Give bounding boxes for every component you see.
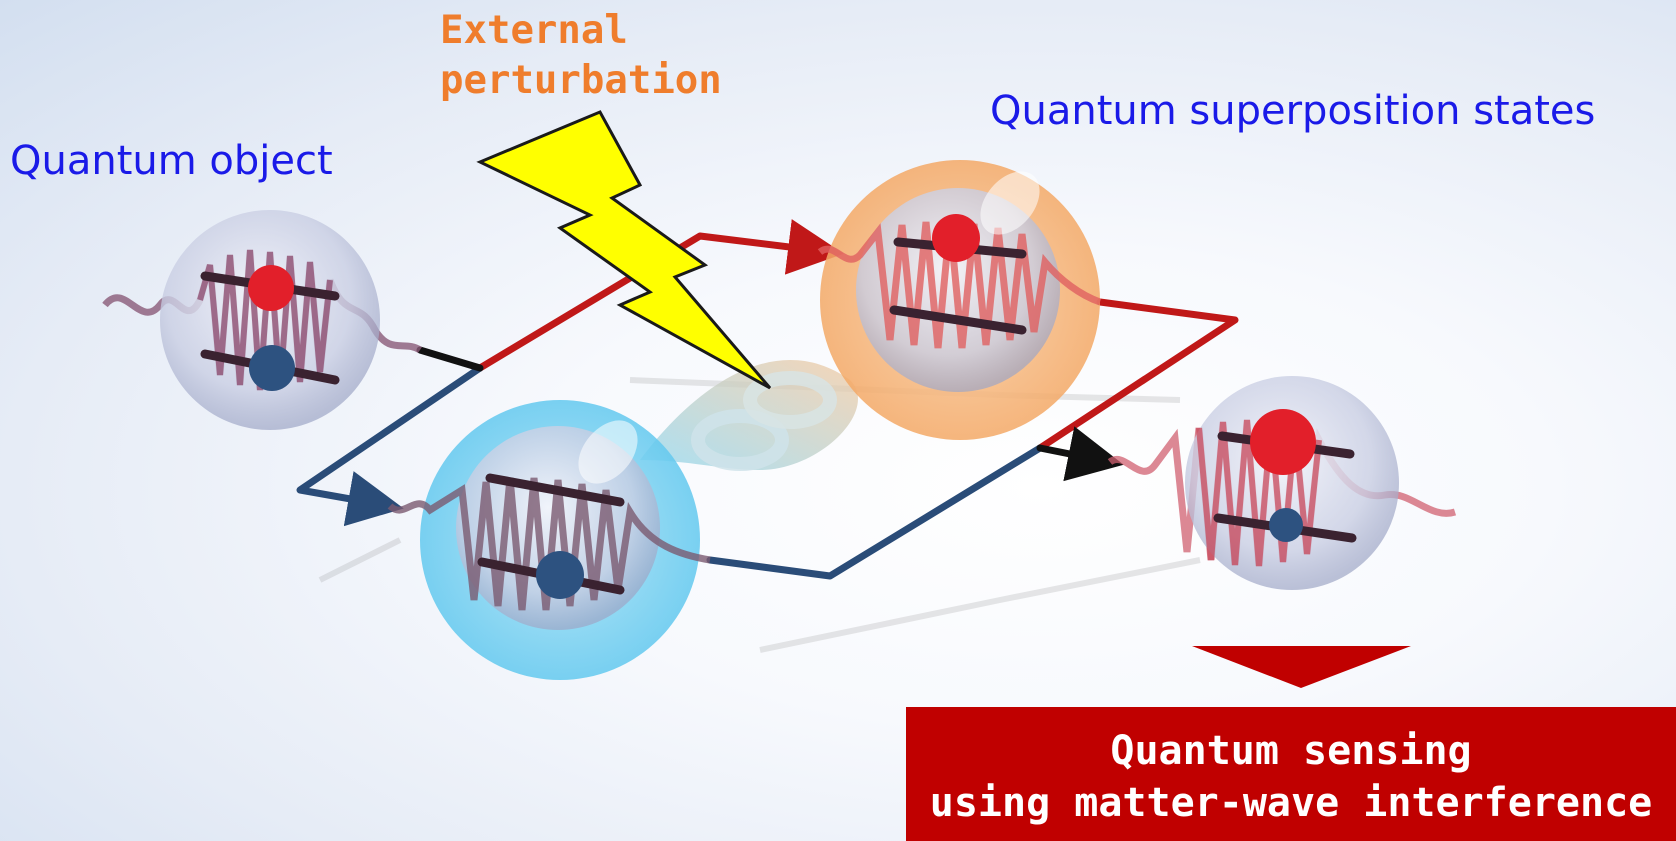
quantum-sensing-box: Quantum sensing using matter-wave interf… (906, 707, 1676, 841)
interferometer-paths (296, 219, 1239, 580)
ground-state-dot (536, 551, 584, 599)
lightning-bolt-icon (476, 110, 772, 390)
excited-state-dot (1250, 409, 1316, 475)
external-perturbation-line2: perturbation (440, 57, 722, 103)
excited-state-dot (932, 214, 980, 262)
output-atom (1107, 376, 1457, 590)
blue-path-left (296, 364, 484, 527)
input-atom (102, 210, 422, 430)
red-path-upper (476, 219, 844, 372)
superposition-states-label: Quantum superposition states (990, 88, 1596, 134)
ground-state-dot (1269, 508, 1303, 542)
input-path (416, 346, 484, 372)
blue-path-lower (706, 444, 1044, 580)
excited-state-dot (248, 265, 294, 311)
lower-superposition-atom (387, 420, 711, 630)
ground-state-dot (249, 345, 295, 391)
red-path-right (1036, 298, 1239, 452)
external-perturbation-label: External perturbation (440, 6, 722, 105)
quantum-object-label: Quantum object (10, 138, 333, 184)
quantum-sensing-line1: Quantum sensing (1110, 728, 1472, 774)
external-perturbation-line1: External (440, 8, 628, 53)
quantum-sensing-line2: using matter-wave interference (929, 780, 1653, 826)
superposition-connector (640, 359, 858, 471)
output-path (1036, 426, 1124, 482)
upper-superposition-atom (817, 171, 1102, 392)
down-arrow-icon (1192, 646, 1411, 688)
